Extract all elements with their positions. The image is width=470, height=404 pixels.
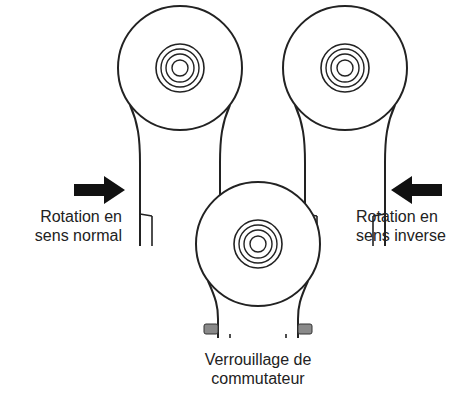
drill-lock	[196, 182, 320, 338]
push-arrow	[391, 176, 442, 204]
lock-label: Verrouillage de commutateur	[173, 350, 343, 388]
direction-label: Rotation en sens inverse	[356, 207, 466, 245]
direction-label: Rotation en sens normal	[4, 207, 122, 245]
push-arrow	[74, 176, 125, 204]
